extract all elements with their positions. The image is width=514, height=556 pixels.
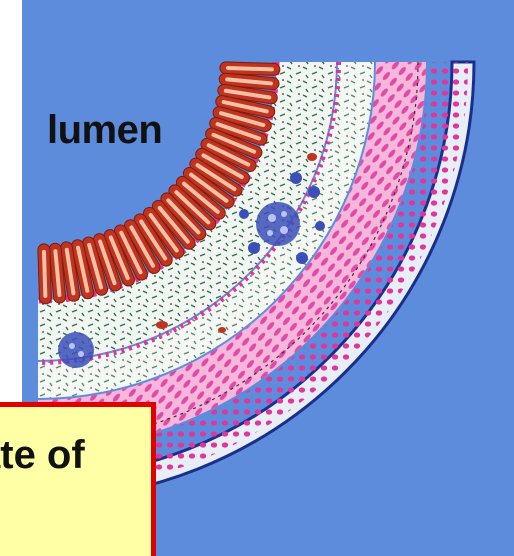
callout-text: ate of	[0, 433, 85, 478]
lumen-label: lumen	[47, 108, 162, 153]
lymphoid-nodule-large	[256, 202, 300, 246]
callout-box: ate of	[0, 402, 156, 556]
lymphoid-nodule-small	[58, 332, 94, 368]
